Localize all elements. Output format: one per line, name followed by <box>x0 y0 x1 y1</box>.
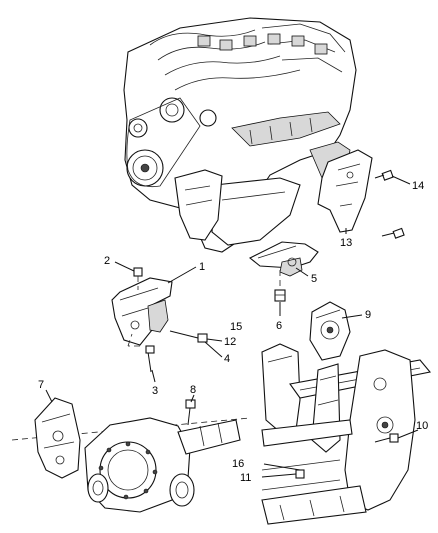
nut-6 <box>274 270 286 302</box>
callout-11: 11 <box>240 472 251 484</box>
bolt-8 <box>185 399 196 426</box>
callout-5: 5 <box>311 273 317 285</box>
callout-8: 8 <box>190 384 196 396</box>
callout-10: 10 <box>416 420 428 432</box>
right-engine-bracket <box>317 149 405 239</box>
vehicle-frame <box>261 343 432 525</box>
axle-mount-bracket <box>111 267 208 373</box>
bolt-3 <box>127 333 155 373</box>
leader-lines <box>45 175 419 478</box>
callout-4: 4 <box>224 353 230 365</box>
bolt-14-lower <box>381 227 405 239</box>
callout-9: 9 <box>365 309 371 321</box>
nut-2 <box>133 267 143 290</box>
callout-1: 1 <box>199 261 205 273</box>
front-axle-differential <box>11 397 251 513</box>
frame-insulator-9 <box>309 301 351 361</box>
callout-12: 12 <box>224 336 236 348</box>
callout-6: 6 <box>276 320 282 332</box>
callout-3: 3 <box>152 385 158 397</box>
callout-13: 13 <box>340 237 352 249</box>
engine-mount-insulator <box>248 241 319 277</box>
callout-2: 2 <box>104 255 110 267</box>
bolt-4 <box>169 330 208 343</box>
callout-14: 14 <box>412 180 424 192</box>
bolt-14-upper <box>374 169 394 181</box>
engine-assembly <box>123 17 357 253</box>
nut-11 <box>295 469 305 479</box>
callout-16: 16 <box>232 458 244 470</box>
callout-7: 7 <box>38 379 44 391</box>
callout-15: 15 <box>230 321 242 333</box>
